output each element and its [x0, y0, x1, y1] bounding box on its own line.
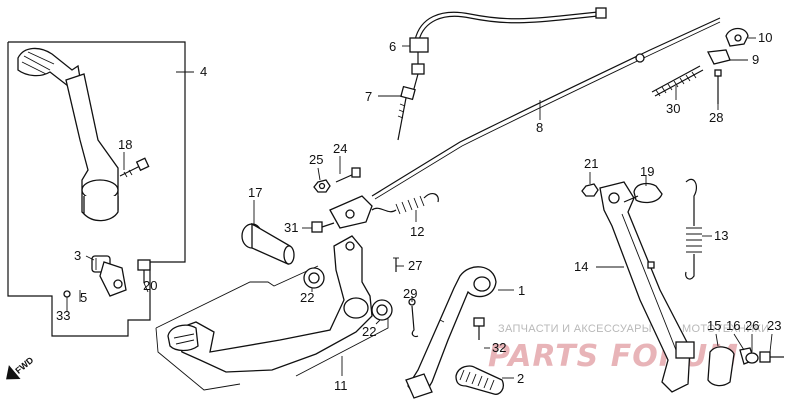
cotter-pin-27 [393, 257, 399, 272]
watermark-logo: PARTS FORUM [488, 339, 739, 374]
forward-label: FWD [13, 355, 36, 376]
callout-13: 13 [714, 228, 728, 243]
bolt-31 [311, 221, 335, 233]
callout-22-right: 22 [362, 324, 376, 339]
washer-22a [303, 267, 325, 289]
callout-26: 26 [745, 318, 759, 333]
callout-1: 1 [518, 283, 525, 298]
callout-8: 8 [536, 120, 543, 135]
callout-labels: 1 2 3 4 5 6 7 8 9 10 11 12 13 14 15 16 1… [56, 30, 781, 393]
brake-linkage [329, 193, 439, 229]
callout-28: 28 [709, 110, 723, 125]
bolt-23 [759, 351, 784, 363]
clip-9 [707, 49, 731, 65]
callout-31: 31 [284, 220, 298, 235]
callout-29: 29 [403, 286, 417, 301]
callout-33: 33 [56, 308, 70, 323]
callout-4: 4 [200, 64, 207, 79]
callout-24: 24 [333, 141, 347, 156]
callout-9: 9 [752, 52, 759, 67]
callout-15: 15 [707, 318, 721, 333]
callout-10: 10 [758, 30, 772, 45]
washer-22b [371, 299, 393, 321]
side-stand-14 [599, 181, 695, 393]
callout-7: 7 [365, 89, 372, 104]
callout-22-left: 22 [300, 290, 314, 305]
rubber-15 [707, 346, 735, 387]
callout-5: 5 [80, 290, 87, 305]
callout-32: 32 [492, 340, 506, 355]
callout-19: 19 [640, 164, 654, 179]
spring-13 [685, 178, 702, 280]
kickstarter-arm [17, 47, 119, 222]
cable-assembly [371, 7, 721, 200]
pivot-shaft-17 [241, 222, 295, 265]
callout-30: 30 [666, 101, 680, 116]
rubber-2 [455, 365, 504, 395]
watermark-text: ЗАПЧАСТИ И АКСЕССУАРЫ ДЛЯ МОТОТЕХНИКИ [498, 323, 769, 335]
spring-pin-3 [91, 255, 127, 297]
bolt-32 [473, 317, 485, 340]
forward-direction-indicator: FWD [6, 355, 36, 380]
callout-20: 20 [143, 278, 157, 293]
callout-23: 23 [767, 318, 781, 333]
callout-6: 6 [389, 39, 396, 54]
brake-pedal-11 [167, 235, 373, 373]
washer-26 [745, 352, 759, 364]
callout-14: 14 [574, 259, 588, 274]
nut-25 [313, 179, 331, 193]
bolt-20 [137, 259, 151, 283]
clip-10 [725, 27, 749, 47]
callout-17: 17 [248, 185, 262, 200]
callout-12: 12 [410, 224, 424, 239]
callout-25: 25 [309, 152, 323, 167]
callout-2: 2 [517, 371, 524, 386]
ball-33 [63, 290, 71, 306]
spring-30 [651, 65, 704, 97]
pin-28 [714, 69, 722, 104]
callout-21: 21 [584, 156, 598, 171]
bolt-19 [623, 182, 663, 204]
bolt-18 [119, 157, 150, 178]
callout-11: 11 [334, 378, 348, 393]
callout-18: 18 [118, 137, 132, 152]
callout-16: 16 [726, 318, 740, 333]
nut-21 [581, 183, 599, 197]
callout-27: 27 [408, 258, 422, 273]
leader-lines [66, 37, 773, 379]
callout-3: 3 [74, 248, 81, 263]
kickstarter-group [7, 41, 186, 337]
gearshift-pedal-1 [405, 266, 497, 399]
bolt-24 [335, 167, 361, 183]
watermark: ЗАПЧАСТИ И АКСЕССУАРЫ ДЛЯ МОТОТЕХНИКИ PA… [488, 323, 769, 374]
rod-29 [408, 298, 419, 338]
forward-arrow-icon [6, 365, 21, 380]
